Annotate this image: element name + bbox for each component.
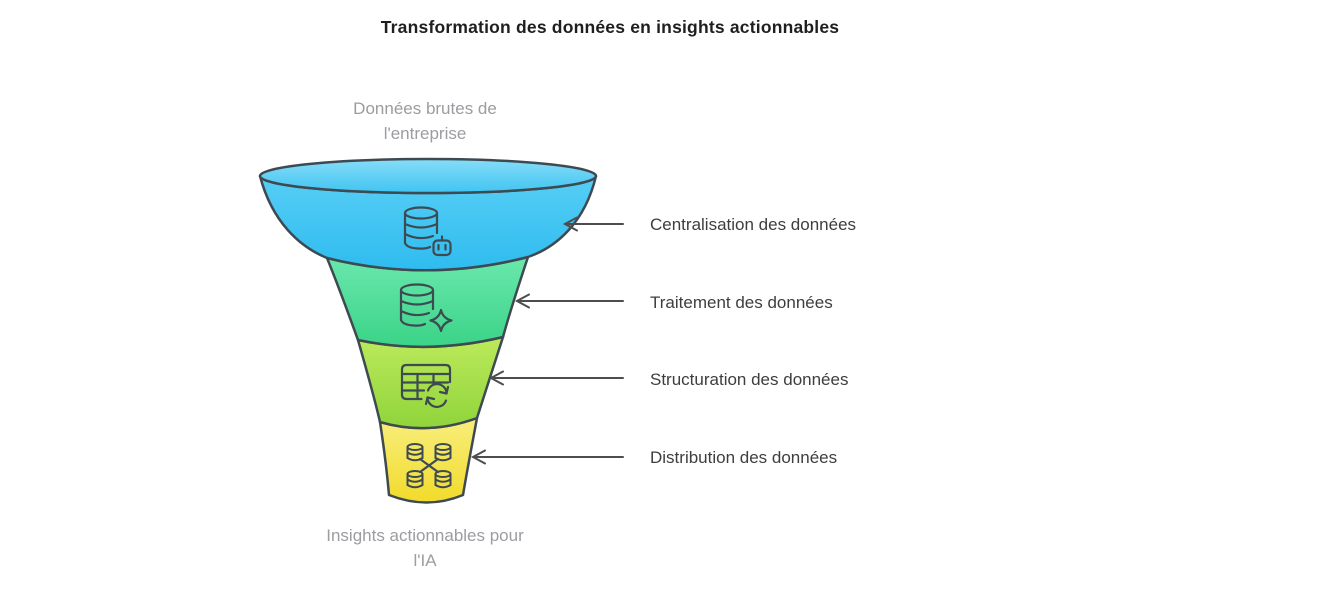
arrow-distribution (470, 449, 624, 465)
database-robot-icon (403, 206, 452, 257)
funnel-stage-distribution-shape (378, 416, 479, 504)
stage-label-centralisation: Centralisation des données (650, 215, 857, 234)
arrow-structuration (488, 370, 624, 386)
funnel-opening-ellipse (258, 157, 598, 195)
page-title: Transformation des données en insights a… (380, 17, 840, 37)
arrow-traitement (514, 293, 624, 309)
arrow-centralisation (562, 216, 624, 232)
funnel-bottom-label: Insights actionnables pour l'IA (326, 526, 524, 570)
distributed-databases-icon (406, 442, 452, 489)
stage-label-structuration: Structuration des données (650, 370, 849, 389)
table-refresh-icon (400, 363, 452, 409)
database-sparkle-icon (399, 283, 453, 333)
stage-label-distribution: Distribution des données (650, 448, 838, 467)
stage-label-traitement: Traitement des données (650, 293, 833, 312)
funnel-top-label: Données brutes de l'entreprise (353, 99, 497, 143)
